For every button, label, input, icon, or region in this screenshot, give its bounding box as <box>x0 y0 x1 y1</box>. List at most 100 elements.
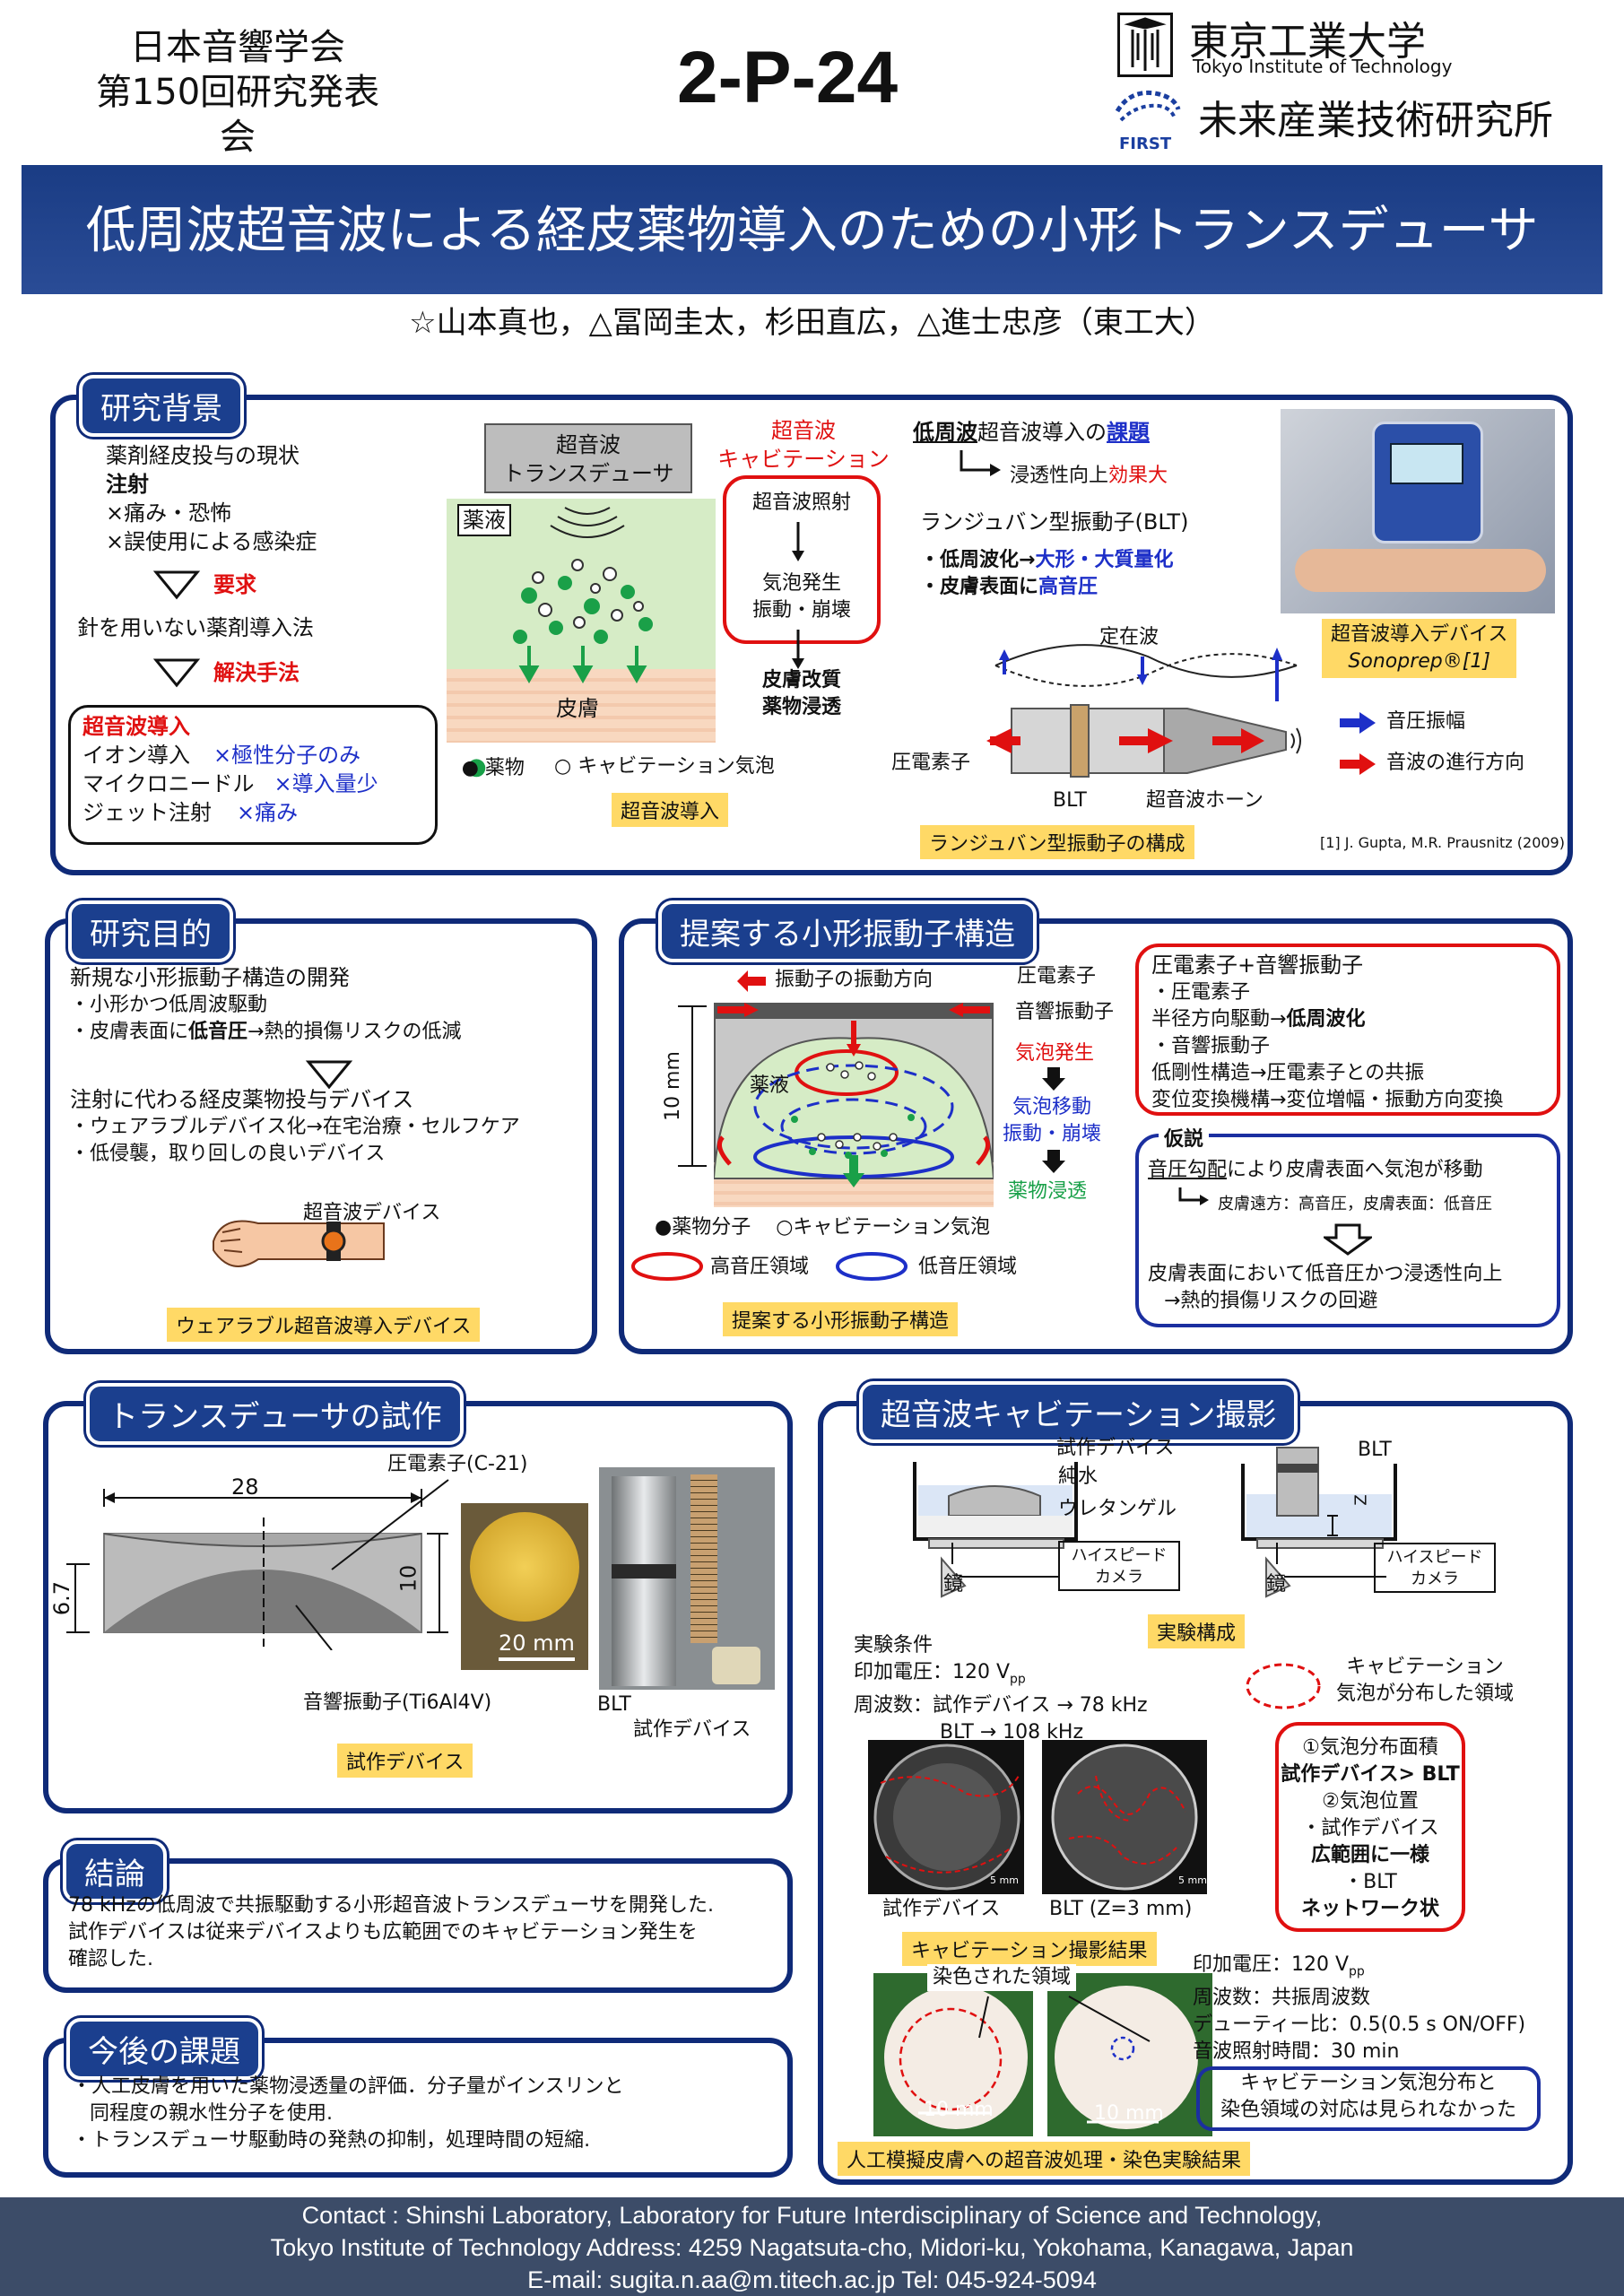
hypothesis-3: 皮膚表面において低音圧かつ浸透性向上 →熱的損傷リスクの回避 <box>1148 1263 1503 1312</box>
reference: [1] J. Gupta, M.R. Prausnitz (2009) <box>1320 834 1565 851</box>
cav-heading: 超音波 キャビテーション <box>717 418 890 472</box>
drug-liquid-label: 薬液 <box>457 504 511 536</box>
ruler <box>690 1474 717 1643</box>
setup-gel-label: ウレタンゲル <box>1058 1498 1177 1520</box>
proposed-summary: 圧電素子+音響振動子 ・圧電素子 半径方向駆動→低周波化 ・音響振動子 低剛性構… <box>1151 952 1504 1111</box>
setup-proto-diagram <box>913 1462 1078 1598</box>
piezo-label: 圧電素子 <box>1017 965 1097 987</box>
prototype-drawing <box>66 1479 449 1650</box>
bubble-gen-label: 気泡発生 <box>1015 1042 1095 1065</box>
footer-contact: Contact : Shinshi Laboratory, Laboratory… <box>301 2202 1323 2229</box>
dim-28: 28 <box>231 1474 259 1500</box>
low-pressure-ellipse <box>836 1252 908 1281</box>
proposed-diagram-marks <box>714 1003 994 1187</box>
transducer-box: 超音波 トランスデューサ <box>484 423 692 493</box>
langevin-title: ランジュバン型振動子(BLT) <box>920 509 1189 535</box>
dim-10mm: 10 mm <box>661 1051 684 1121</box>
blt-cylinder <box>612 1476 676 1686</box>
bubble-move-label: 気泡移動 振動・崩壊 <box>1003 1096 1102 1145</box>
proposed-legend-1: ●薬物分子○キャビテーション気泡 <box>655 1216 990 1239</box>
us-diagram-marks <box>513 507 653 684</box>
sonoprep-arm <box>1295 549 1546 592</box>
setup-device-label: 試作デバイス <box>1056 1437 1175 1459</box>
titech-emblem-icon <box>1124 17 1167 71</box>
us-methods: 超音波導入 イオン導入×極性分子のみ マイクロニードル×導入量少 ジェット注射×… <box>83 714 378 825</box>
conclusion-panel <box>43 1858 793 1993</box>
society-name: 日本音響学会 第150回研究発表会 <box>95 27 380 158</box>
drug-perm-label: 薬物浸透 <box>1008 1180 1088 1203</box>
poster-id: 2-P-24 <box>677 37 899 118</box>
standing-wave-diagram <box>994 644 1298 701</box>
dimension-line <box>678 1005 707 1167</box>
skin-layer <box>447 669 716 743</box>
title-bar <box>22 165 1602 294</box>
conclusion-heading: 結論 <box>63 1840 167 1902</box>
stain-scale-1: 10 mm <box>924 2099 994 2121</box>
red-arrow-icon <box>1340 753 1376 775</box>
cav-result-box <box>1275 1722 1465 1932</box>
univ-logo <box>1117 13 1173 77</box>
bg-needle-free: 針を用いない薬剤導入法 <box>77 615 314 640</box>
caption-prototype: 試作デバイス <box>337 1744 473 1778</box>
stain-leader-lines <box>978 1996 1151 2042</box>
cav-image-blt-marks <box>1051 1744 1198 1891</box>
caption-us-intro: 超音波導入 <box>612 793 729 827</box>
cav-box-text: 超音波照射 気泡発生 振動・崩壊 <box>751 491 851 622</box>
camera-box-2: ハイスピード カメラ <box>1374 1543 1496 1593</box>
bg-solution: 解決手法 <box>213 660 300 685</box>
black-down-arrow-icon <box>1042 1067 1065 1091</box>
blt-label: BLT <box>1053 789 1087 812</box>
setup-z-label: Z <box>1351 1494 1371 1506</box>
cav-result-text: ①気泡分布面積 試作デバイス> BLT ②気泡位置 ・試作デバイス 広範囲に一様… <box>1281 1736 1460 1920</box>
setup-water-label: 純水 <box>1058 1465 1099 1488</box>
footer-address: Tokyo Institute of Technology Address: 4… <box>270 2234 1354 2261</box>
cav-scale-2: 5 mm <box>1178 1874 1207 1886</box>
bg-demand: 要求 <box>213 572 256 597</box>
stained-region-label: 染色された領域 <box>927 1964 1077 1991</box>
legend-amplitude: 音圧振幅 <box>1386 710 1466 733</box>
red-arrow-left-icon <box>737 970 766 992</box>
purpose-text: 新規な小形振動子構造の開発 ・小形かつ低周波駆動 ・皮膚表面に低音圧→熱的損傷リ… <box>70 965 520 1165</box>
black-down-arrow-icon <box>1042 1150 1065 1173</box>
bg-status: 薬剤経皮投与の現状 注射 ×痛み・恐怖 ×誤使用による感染症 <box>106 443 317 554</box>
high-pressure-ellipse <box>631 1252 703 1281</box>
authors: ☆山本真也，△冨岡圭太，杉田直広，△進士忠彦（東工大） <box>409 305 1215 341</box>
mirror-label-2: 鏡 <box>1266 1573 1287 1596</box>
cav-image-blt-label: BLT (Z=3 mm) <box>1049 1898 1193 1920</box>
proto-device-small <box>712 1647 760 1684</box>
setup-blt-label: BLT <box>1358 1439 1392 1461</box>
us-methods-box <box>68 705 438 845</box>
legend-direction: 音波の進行方向 <box>1386 752 1525 774</box>
langevin-bullets: ・低周波化→大形・大質量化 ・皮膚表面に高音圧 <box>920 549 1174 598</box>
skin-label: 皮膚 <box>556 696 599 721</box>
proposed-summary-box <box>1135 944 1560 1116</box>
cav-region-legend: キャビテーション 気泡が分布した領域 <box>1336 1656 1515 1705</box>
purpose-panel <box>45 918 597 1354</box>
background-heading: 研究背景 <box>79 375 244 437</box>
issue-title: 低周波超音波導入の課題 <box>913 420 1150 445</box>
cavitation-heading: 超音波キャビテーション撮影 <box>859 1381 1298 1443</box>
elbow-arrow-icon <box>1178 1187 1209 1205</box>
footer-email: E-mail: sugita.n.aa@m.titech.ac.jp Tel: … <box>527 2266 1097 2293</box>
hypothesis-1: 音圧勾配により皮膚表面へ気泡が移動 <box>1148 1159 1483 1181</box>
arrow-down-icon <box>792 630 804 669</box>
proto-photo-label: 試作デバイス <box>633 1718 751 1741</box>
piezo-c21-label: 圧電素子(C-21) <box>387 1453 528 1475</box>
caption-langevin: ランジュバン型振動子の構成 <box>920 825 1194 859</box>
cav-result: 皮膚改質 薬物浸透 <box>761 669 841 718</box>
dim-10: 10 <box>395 1564 421 1593</box>
conclusion-text: 78 kHzの低周波で共振駆動する小形超音波トランスデューサを開発した. 試作デ… <box>68 1894 714 1970</box>
vib-direction-label: 振動子の振動方向 <box>775 969 934 991</box>
stain-photo-2-marks <box>1055 1986 1198 2129</box>
caption-proposed: 提案する小形振動子構造 <box>723 1302 959 1336</box>
scale-20mm: 20 mm <box>499 1629 575 1661</box>
issue-perm: 浸透性向上効果大 <box>1010 465 1168 487</box>
liquid-label: 薬液 <box>750 1074 790 1097</box>
first-swirl-icon <box>1115 90 1181 122</box>
caption-sonoprep: 超音波導入デバイス Sonoprep®[1] <box>1322 619 1517 678</box>
piezo-disc <box>470 1512 579 1622</box>
down-arrow-icon <box>1324 1223 1372 1256</box>
acoustic-ti-label: 音響振動子(Ti6Al4V) <box>303 1692 492 1714</box>
institute-name: 未来産業技術研究所 <box>1198 98 1553 144</box>
wrist-device-illustration <box>213 1220 385 1267</box>
